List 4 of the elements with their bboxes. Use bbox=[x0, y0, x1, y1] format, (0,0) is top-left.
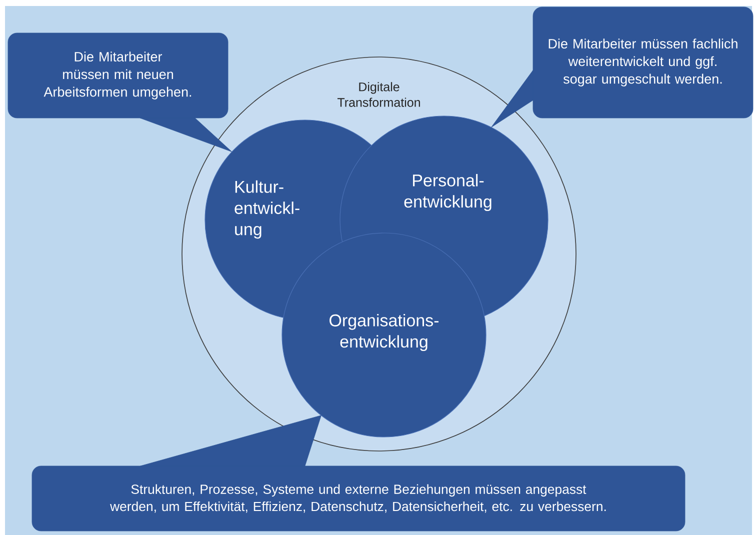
callout-pointer bbox=[140, 415, 322, 466]
speech-bubble: Die Mitarbeiter müssen fachlich weiterentwickelt und ggf. sogar umgeschult werden. bbox=[532, 6, 754, 118]
callout-pointer bbox=[491, 70, 534, 128]
callout-pointer bbox=[140, 118, 232, 152]
